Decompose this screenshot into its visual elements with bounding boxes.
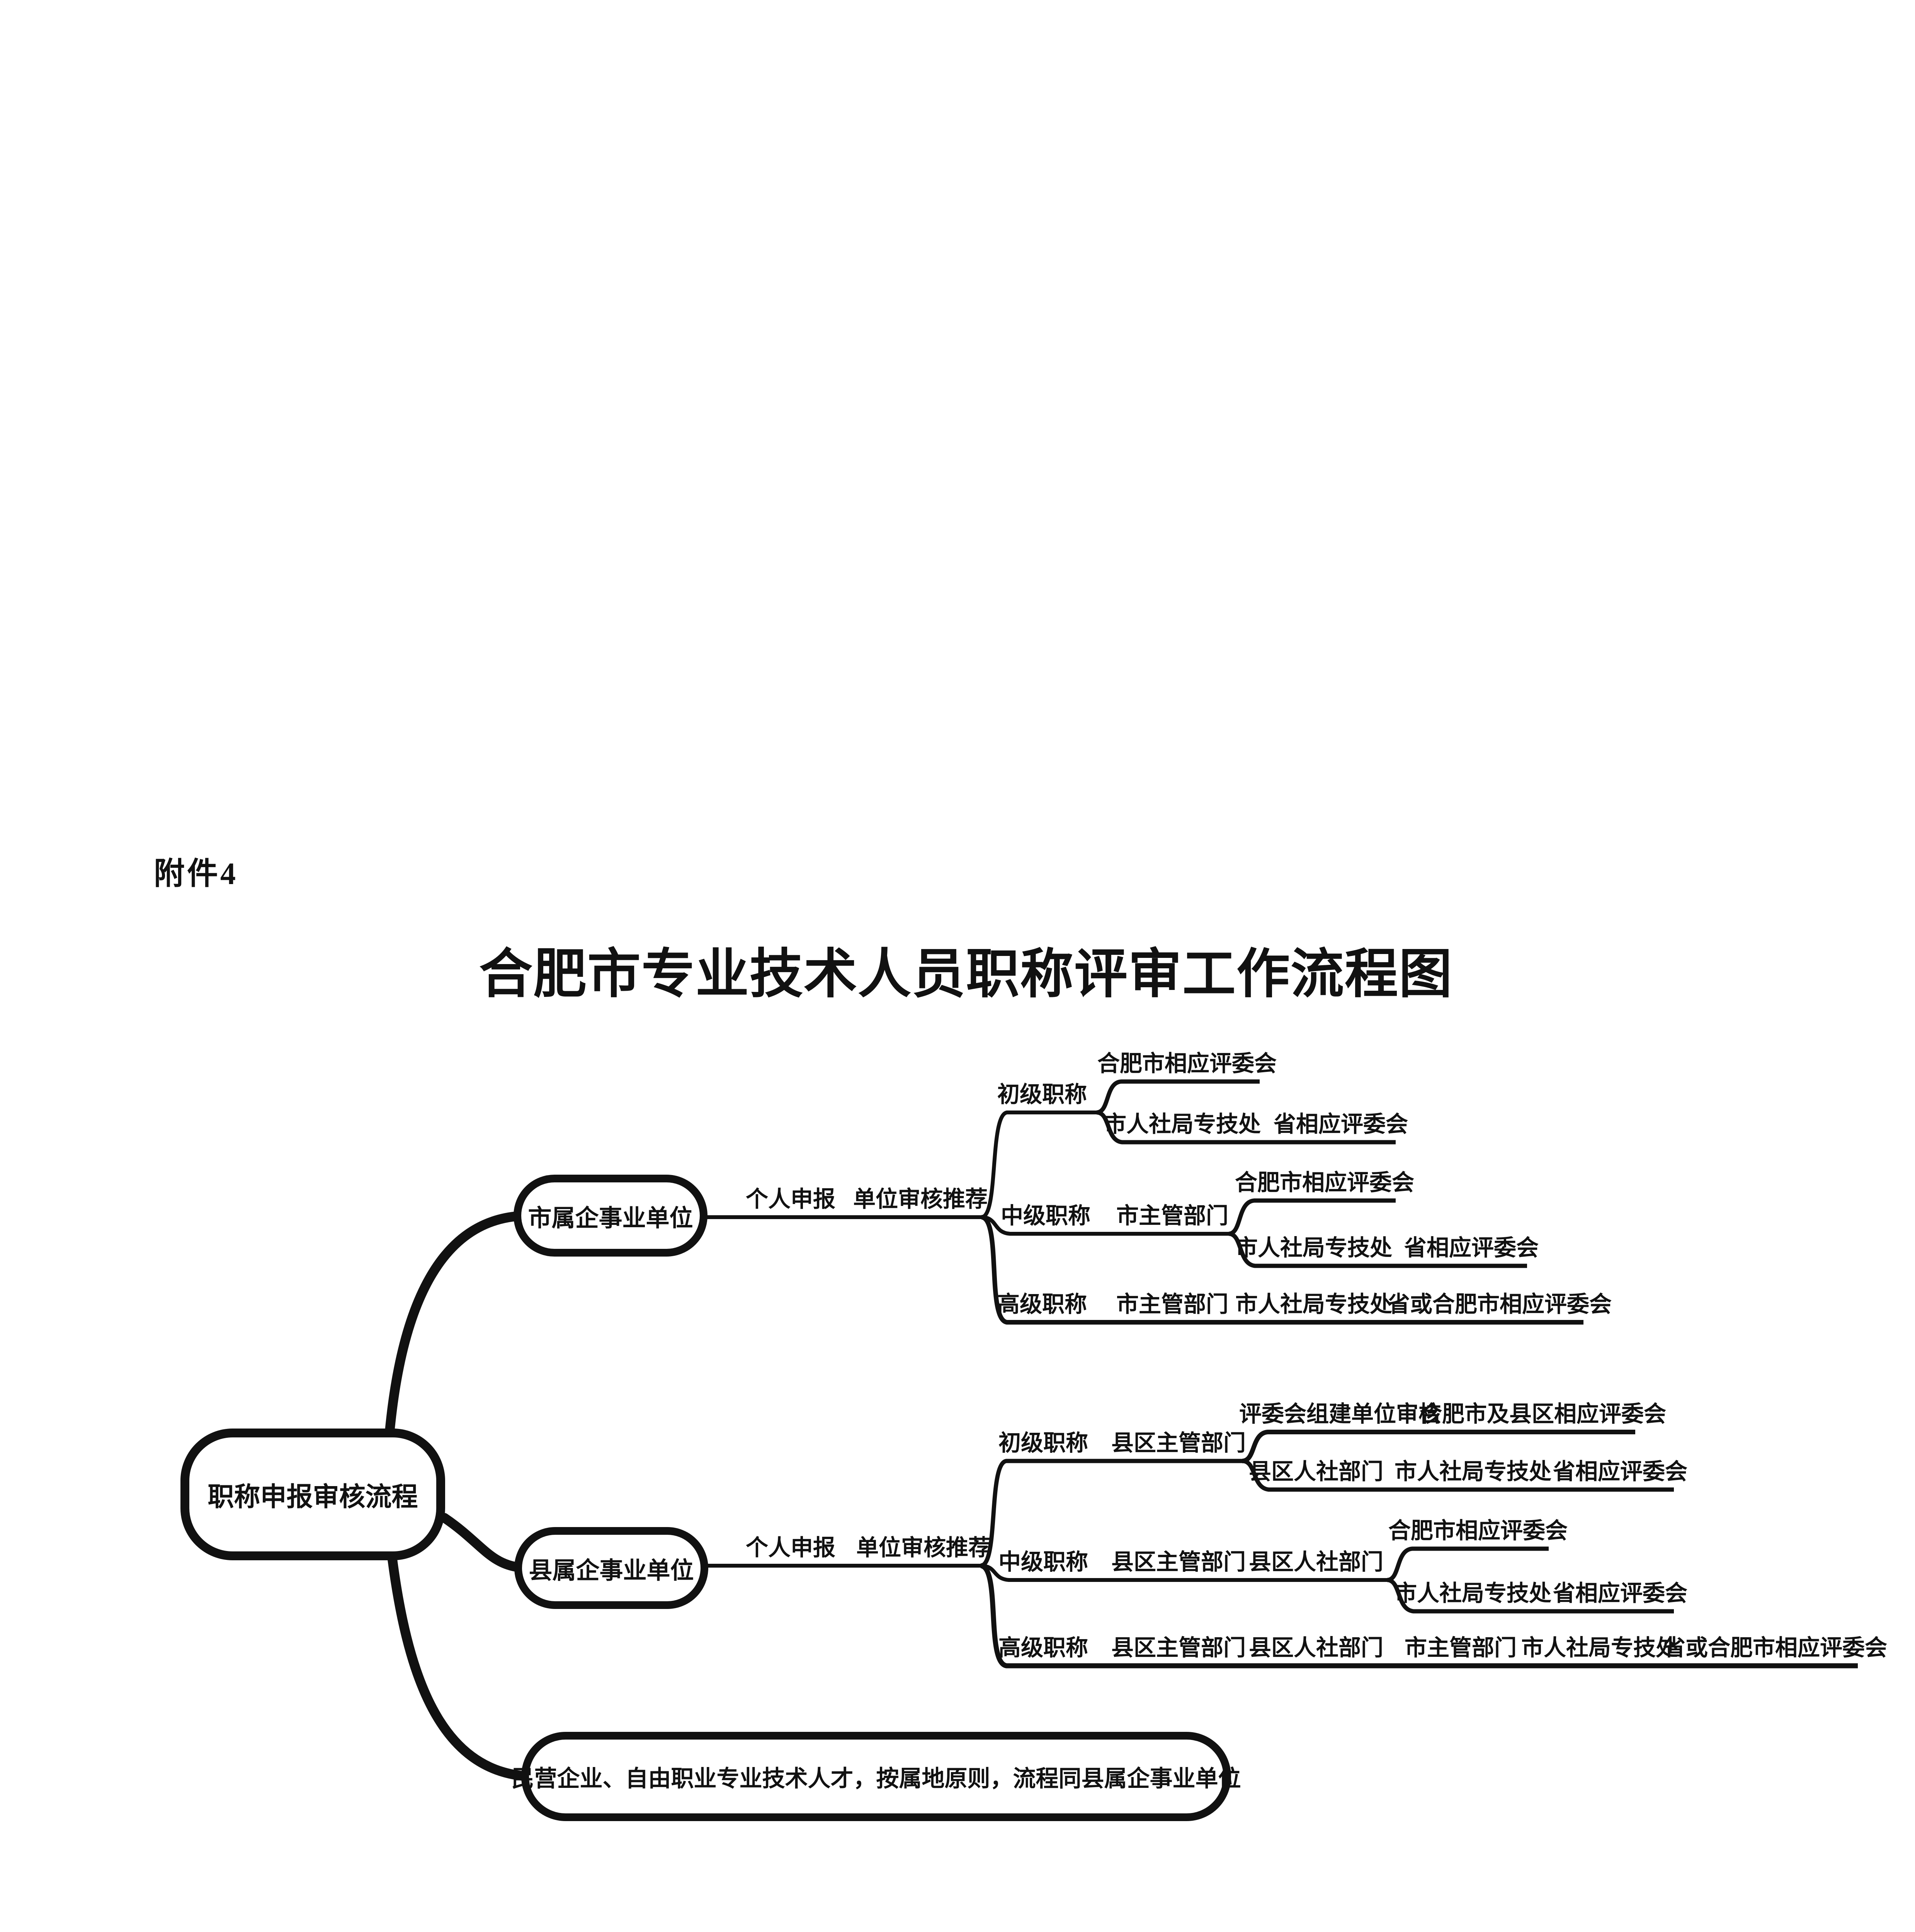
connector-county-intermediate-up [1387,1546,1549,1582]
city-junior-provincial-committee-label: 省相应评委会 [1273,1112,1408,1137]
city-junior-hefei-committee-label: 合肥市相应评委会 [1097,1051,1277,1076]
county-intermediate-provincial-committee-label: 省相应评委会 [1553,1581,1688,1606]
county-senior-city-hr-office-label: 市人社局专技处 [1521,1635,1679,1660]
page-title: 合肥市专业技术人员职称评审工作流程图 [479,945,1453,1004]
connector-city-intermediate-down [1228,1231,1527,1268]
county-senior-level-label: 高级职称 [998,1635,1088,1660]
connector-county-junior-down [1242,1459,1674,1492]
attachment-label: 附件4 [154,857,238,891]
county-junior-hefei-county-committee-label: 合肥市及县区相应评委会 [1419,1401,1667,1427]
city-personal-declare-label: 个人申报 [745,1187,836,1212]
county-intermediate-city-hr-office-label: 市人社局专技处 [1394,1581,1552,1606]
connector-city-junior-down [1096,1110,1396,1145]
city-senior-city-hr-office-label: 市人社局专技处 [1235,1292,1393,1317]
county-senior-committee-label: 省或合肥市相应评委会 [1663,1635,1888,1660]
city-intermediate-level-label: 中级职称 [1000,1203,1091,1228]
connector-city-junior-up [1096,1079,1260,1115]
city-unit-review-label: 单位审核推荐 [853,1187,988,1212]
city-senior-level-label: 高级职称 [997,1292,1087,1317]
county-junior-provincial-committee-label: 省相应评委会 [1553,1459,1688,1484]
connector-root-to-city [383,1211,525,1452]
connector-city-junior [981,1111,1097,1219]
city-intermediate-hefei-committee-label: 合肥市相应评委会 [1235,1170,1415,1195]
connector-city-senior [981,1215,1583,1325]
county-junior-county-hr-dept-label: 县区人社部门 [1248,1459,1384,1484]
county-senior-county-dept-label: 县区主管部门 [1111,1635,1246,1660]
city-branch-node: 市属企事业单位 [514,1175,707,1257]
county-personal-declare-label: 个人申报 [745,1535,836,1560]
connector-root-to-private [386,1544,532,1781]
county-junior-level-label: 初级职称 [998,1430,1088,1456]
county-unit-review-label: 单位审核推荐 [856,1535,991,1560]
city-senior-committee-label: 省或合肥市相应评委会 [1387,1292,1612,1317]
county-intermediate-hefei-committee-label: 合肥市相应评委会 [1388,1518,1568,1543]
connector-county-senior [980,1563,1858,1668]
county-intermediate-level-label: 中级职称 [998,1549,1088,1575]
county-junior-county-dept-label: 县区主管部门 [1111,1430,1246,1456]
connector-root-to-county [439,1513,527,1573]
county-intermediate-county-hr-dept-label: 县区人社部门 [1248,1549,1384,1575]
connector-county-junior [980,1459,1242,1568]
root-node: 职称申报审核流程 [180,1429,445,1560]
county-intermediate-county-dept-label: 县区主管部门 [1111,1549,1246,1575]
county-senior-county-hr-dept-label: 县区人社部门 [1248,1635,1384,1660]
connector-city-intermediate-up [1228,1198,1396,1236]
county-junior-committee-unit-review-label: 评委会组建单位审核 [1239,1401,1441,1427]
connector-county-junior-up [1242,1430,1635,1463]
city-intermediate-provincial-committee-label: 省相应评委会 [1404,1235,1539,1260]
county-junior-city-hr-office-label: 市人社局专技处 [1394,1459,1552,1484]
city-senior-city-dept-label: 市主管部门 [1116,1292,1229,1317]
city-intermediate-city-hr-office-label: 市人社局专技处 [1235,1235,1393,1260]
connector-county-intermediate-down [1387,1578,1674,1614]
private-branch-node: 民营企业、自由职业专业技术人才，按属地原则，流程同县属企事业单位 [512,1732,1241,1821]
city-junior-level-label: 初级职称 [997,1082,1087,1107]
county-senior-city-dept-label: 市主管部门 [1404,1635,1517,1660]
city-junior-city-hr-office-label: 市人社局专技处 [1104,1112,1261,1137]
city-intermediate-city-dept-label: 市主管部门 [1116,1203,1229,1228]
county-branch-node: 县属企事业单位 [514,1527,708,1609]
